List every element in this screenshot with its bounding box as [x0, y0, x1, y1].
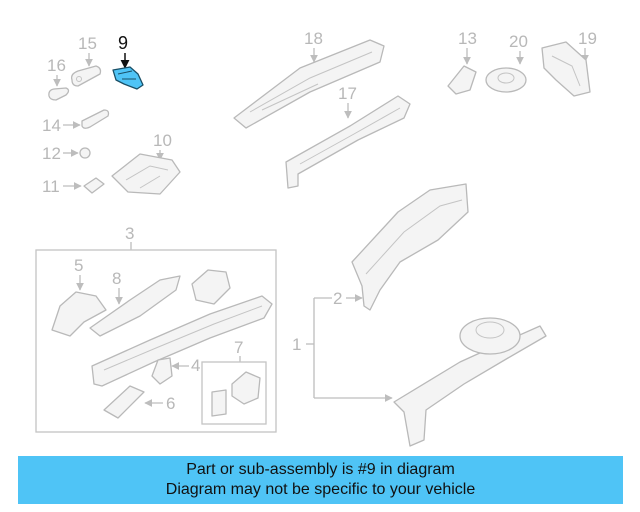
part-12-callout[interactable]: 12 — [42, 144, 91, 163]
part-20-grommet[interactable] — [485, 67, 527, 93]
part-10-mount[interactable] — [111, 153, 181, 195]
part-11-callout[interactable]: 11 — [42, 177, 105, 196]
part-2-panel[interactable] — [351, 183, 469, 311]
callout-16-label: 16 — [47, 56, 66, 75]
part-17-callout[interactable]: 17 — [285, 84, 411, 189]
part-6-reinforcement[interactable] — [103, 385, 145, 419]
part-14-bracket[interactable] — [81, 109, 110, 129]
part-6-callout[interactable]: 6 — [103, 385, 175, 419]
parts-diagram: 9 15 16 14 12 11 10 — [35, 29, 597, 447]
callout-10-label: 10 — [153, 131, 172, 150]
callout-11-label: 11 — [42, 177, 60, 196]
callout-9-label: 9 — [118, 33, 128, 53]
part-7-bracket[interactable] — [231, 371, 261, 405]
part-14-callout[interactable]: 14 — [42, 109, 110, 135]
callout-7-label: 7 — [234, 338, 243, 357]
part-7-plate[interactable] — [211, 389, 227, 417]
part-12-bolt[interactable] — [79, 147, 91, 159]
part-19-callout[interactable]: 19 — [541, 29, 597, 97]
part-10-callout[interactable]: 10 — [111, 131, 181, 195]
part-1-tower — [459, 317, 521, 355]
part-1-callout[interactable]: 1 — [292, 297, 547, 447]
banner-line-1: Part or sub-assembly is #9 in diagram — [186, 461, 455, 478]
callout-13-label: 13 — [458, 29, 477, 48]
part-15-callout[interactable]: 15 — [70, 34, 102, 87]
callout-8-label: 8 — [112, 269, 121, 288]
part-13-bracket[interactable] — [447, 65, 477, 95]
part-16-clip[interactable] — [48, 87, 70, 101]
part-2-callout[interactable]: 2 — [333, 183, 469, 311]
callout-15-label: 15 — [78, 34, 97, 53]
part-15-clip[interactable] — [70, 65, 102, 87]
part-4-callout[interactable]: 4 — [151, 356, 200, 385]
callout-20-label: 20 — [509, 32, 528, 51]
callout-12-label: 12 — [42, 144, 61, 163]
part-18-callout[interactable]: 18 — [233, 29, 385, 129]
part-18-rail[interactable] — [233, 39, 385, 129]
callout-6-label: 6 — [166, 394, 175, 413]
part-4-bracket[interactable] — [151, 357, 173, 385]
callout-1-label: 1 — [292, 335, 301, 354]
part-16-callout[interactable]: 16 — [47, 56, 70, 101]
callout-5-label: 5 — [74, 256, 83, 275]
callout-3-label: 3 — [125, 224, 134, 243]
part-8-rail[interactable] — [89, 275, 181, 337]
callout-17-label: 17 — [338, 84, 357, 103]
part-5-bracket[interactable] — [51, 291, 107, 337]
part-9-callout[interactable]: 9 — [112, 33, 144, 90]
part-3-frame — [91, 295, 273, 387]
part-7-box — [201, 361, 267, 425]
info-banner: Part or sub-assembly is #9 in diagram Di… — [18, 456, 623, 504]
callout-4-label: 4 — [191, 356, 200, 375]
part-20-callout[interactable]: 20 — [485, 32, 528, 93]
part-8-callout[interactable]: 8 — [89, 269, 181, 337]
part-11-nut[interactable] — [83, 177, 105, 194]
part-5-callout[interactable]: 5 — [51, 256, 107, 337]
banner-line-2: Diagram may not be specific to your vehi… — [165, 481, 476, 498]
callout-19-label: 19 — [578, 29, 597, 48]
part-3-upper-bracket — [191, 269, 231, 305]
group-3: 3 5 8 4 6 — [35, 224, 277, 433]
part-17-rail[interactable] — [285, 95, 411, 189]
part-13-callout[interactable]: 13 — [447, 29, 477, 95]
callout-14-label: 14 — [42, 116, 61, 135]
callout-18-label: 18 — [304, 29, 323, 48]
callout-2-label: 2 — [333, 289, 342, 308]
part-9-bracket[interactable] — [112, 66, 144, 90]
group-3-box — [35, 249, 277, 433]
part-19-bracket[interactable] — [541, 41, 591, 97]
part-7-callout[interactable]: 7 — [201, 338, 267, 425]
